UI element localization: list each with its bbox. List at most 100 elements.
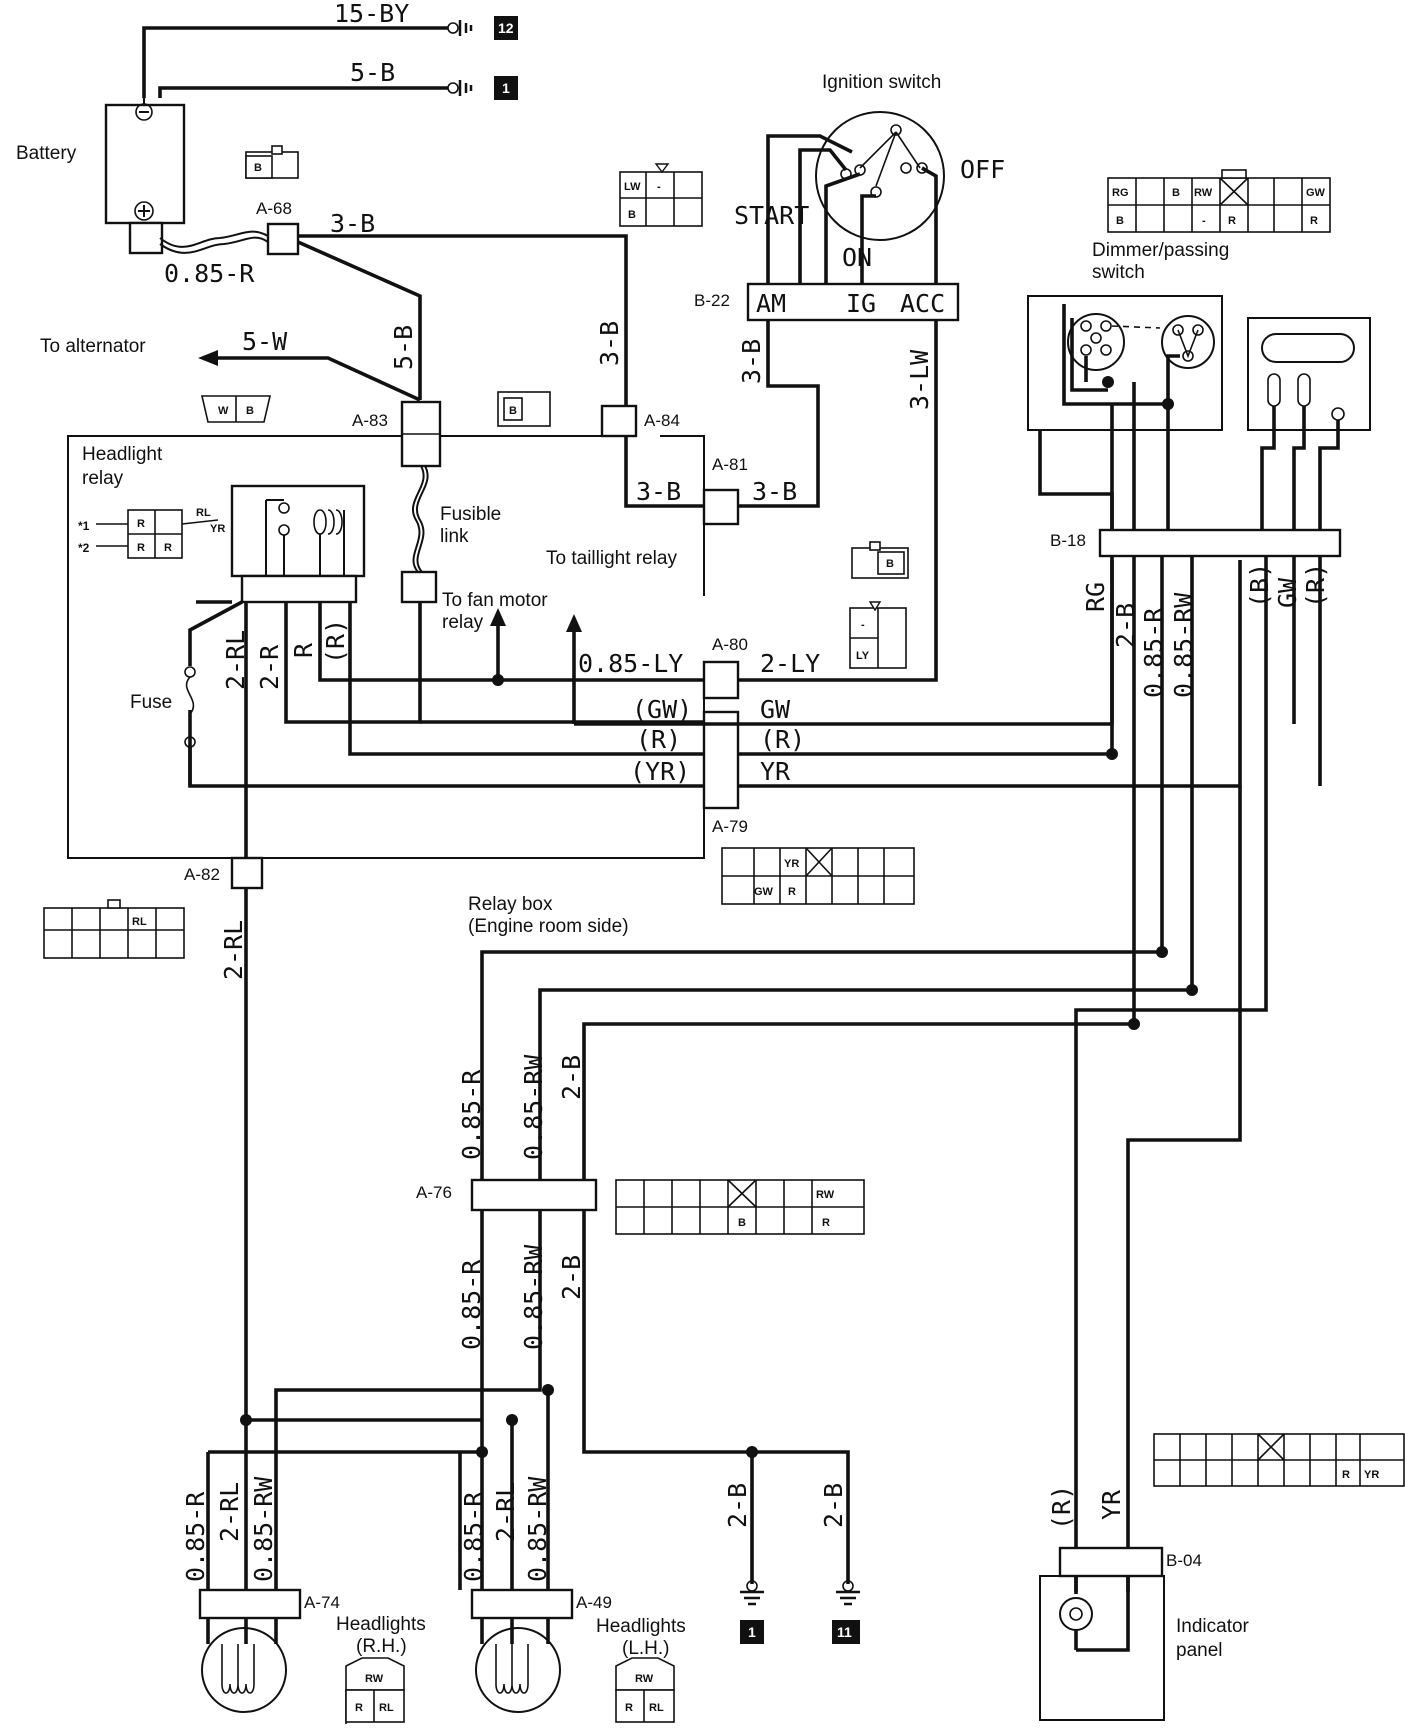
dimmer-switch xyxy=(1027,295,1223,530)
connector-a49 xyxy=(470,1588,574,1620)
wire-label-085-rw-a49: 0.85-RW xyxy=(523,1476,552,1582)
indicator-panel xyxy=(1039,1575,1165,1721)
wire-label-paren-b-b18: (B) xyxy=(1245,563,1274,608)
passing-switch xyxy=(1247,317,1371,530)
label-a83: A-83 xyxy=(352,411,388,430)
wire-label-5-b-a83: 5-B xyxy=(389,325,418,370)
connector-icon-headlight-relay: R R R RL YR xyxy=(96,507,225,559)
headlight-relay xyxy=(230,484,366,604)
connector-icon-a74: RW R RL xyxy=(345,1657,405,1724)
wire-label-085-rw-a74: 0.85-RW xyxy=(249,1476,278,1582)
switch-acc-label: ACC xyxy=(900,289,945,318)
svg-text:B: B xyxy=(628,209,636,221)
note-asterisk-1: *1 xyxy=(78,519,90,533)
svg-text:R: R xyxy=(1228,215,1236,227)
ground-symbol-12: 12 xyxy=(447,16,518,40)
ground-number-1-top: 1 xyxy=(502,80,510,96)
connector-a76 xyxy=(470,1178,598,1212)
svg-text:LW: LW xyxy=(624,181,641,193)
svg-text:RW: RW xyxy=(635,1673,654,1685)
connector-icon-a80: - LY xyxy=(849,601,907,669)
label-b04: B-04 xyxy=(1166,1551,1202,1570)
svg-text:W: W xyxy=(218,405,229,417)
ground-number-11: 11 xyxy=(837,1624,852,1640)
svg-text:RG: RG xyxy=(1112,187,1129,199)
headlights-rh-label-1: Headlights xyxy=(336,1614,426,1635)
wire-label-3-b-a81-left: 3-B xyxy=(636,477,681,506)
connector-a79 xyxy=(702,710,740,810)
wire-label-2-b-ground-1: 2-B xyxy=(723,1483,752,1528)
svg-text:RW: RW xyxy=(365,1673,384,1685)
svg-text:-: - xyxy=(1202,215,1206,227)
wire-label-085-r-a74: 0.85-R xyxy=(181,1491,210,1582)
svg-text:-: - xyxy=(861,619,865,631)
svg-text:RW: RW xyxy=(816,1189,835,1201)
svg-text:B: B xyxy=(886,558,894,570)
wire-label-2-rl-relay: 2-RL xyxy=(221,630,250,690)
switch-on-label: ON xyxy=(842,243,872,272)
wire-label-rg: RG xyxy=(1081,582,1110,612)
headlights-lh-label-1: Headlights xyxy=(596,1616,686,1637)
label-a82: A-82 xyxy=(184,865,220,884)
svg-text:R: R xyxy=(137,518,145,530)
dimmer-switch-label-2: switch xyxy=(1092,262,1145,283)
wire-label-paren-r-a79-right: (R) xyxy=(760,725,805,754)
wire-label-gw: GW xyxy=(760,695,791,724)
svg-text:YR: YR xyxy=(210,523,225,535)
wire-label-5-b-battery: 5-B xyxy=(350,58,395,87)
headlight-rh xyxy=(201,1618,287,1713)
connector-icon-b18: RG B RW GW B - R R xyxy=(1107,169,1331,233)
connector-icon-a84: B xyxy=(497,391,551,427)
switch-ig-label: IG xyxy=(846,289,876,318)
svg-text:R: R xyxy=(1310,215,1318,227)
svg-text:B: B xyxy=(246,405,254,417)
connector-a84 xyxy=(600,404,638,438)
connector-icon-a83: W B xyxy=(200,395,272,423)
svg-text:RL: RL xyxy=(132,916,147,928)
svg-text:RW: RW xyxy=(1194,187,1213,199)
to-fan-motor-label-1: To fan motor xyxy=(442,590,548,611)
fusible-link-label-2: link xyxy=(440,526,469,547)
connector-icon-b22: LW - B xyxy=(619,163,703,227)
note-asterisk-2: *2 xyxy=(78,541,90,555)
wire-label-2-b-ground-11: 2-B xyxy=(819,1483,848,1528)
label-a76: A-76 xyxy=(416,1183,452,1202)
connector-a74 xyxy=(198,1588,302,1620)
fusible-link-label-1: Fusible xyxy=(440,504,501,525)
connector-a80 xyxy=(702,660,740,700)
wire-label-paren-r-a79-left: (R) xyxy=(636,725,681,754)
connector-icon-b04: R YR xyxy=(1153,1433,1405,1487)
label-a49: A-49 xyxy=(576,1593,612,1612)
wire-label-3-b-a84: 3-B xyxy=(595,321,624,366)
svg-text:B: B xyxy=(1172,187,1180,199)
wire-label-2-r-relay: 2-R xyxy=(255,644,284,690)
svg-text:GW: GW xyxy=(1306,187,1326,199)
wire-label-2-ly: 2-LY xyxy=(760,649,820,678)
connector-icon-a68: B xyxy=(245,145,299,179)
wire-label-2-rl-a74: 2-RL xyxy=(215,1482,244,1542)
ground-symbol-11: 11 xyxy=(832,1580,860,1644)
label-a84: A-84 xyxy=(644,411,680,430)
label-a68: A-68 xyxy=(256,199,292,218)
wire-label-paren-r-b18: (R) xyxy=(1301,563,1330,608)
svg-text:R: R xyxy=(164,542,172,554)
to-alternator-label: To alternator xyxy=(40,336,146,357)
ground-symbol-1-top: 1 xyxy=(447,76,518,100)
fuse-label: Fuse xyxy=(130,692,172,713)
ignition-switch-label: Ignition switch xyxy=(822,72,941,93)
wire-label-2-rl-a49: 2-RL xyxy=(491,1482,520,1542)
wire-label-paren-gw: (GW) xyxy=(632,695,692,724)
wire-label-yr: YR xyxy=(760,757,791,786)
connector-a81 xyxy=(702,488,740,526)
svg-text:RL: RL xyxy=(649,1702,664,1714)
label-a74: A-74 xyxy=(304,1593,340,1612)
connector-icon-a49: RW R RL xyxy=(615,1657,675,1723)
battery xyxy=(104,98,186,255)
wire-label-yr-b04: YR xyxy=(1097,1489,1126,1520)
svg-text:R: R xyxy=(137,542,145,554)
svg-text:LY: LY xyxy=(856,650,870,662)
wire-label-085-r-a49: 0.85-R xyxy=(459,1491,488,1582)
connector-icon-a76: RW B R xyxy=(615,1179,865,1235)
connector-icon-a79: YR GW R xyxy=(721,847,915,905)
wire-label-5-w: 5-W xyxy=(242,327,288,356)
